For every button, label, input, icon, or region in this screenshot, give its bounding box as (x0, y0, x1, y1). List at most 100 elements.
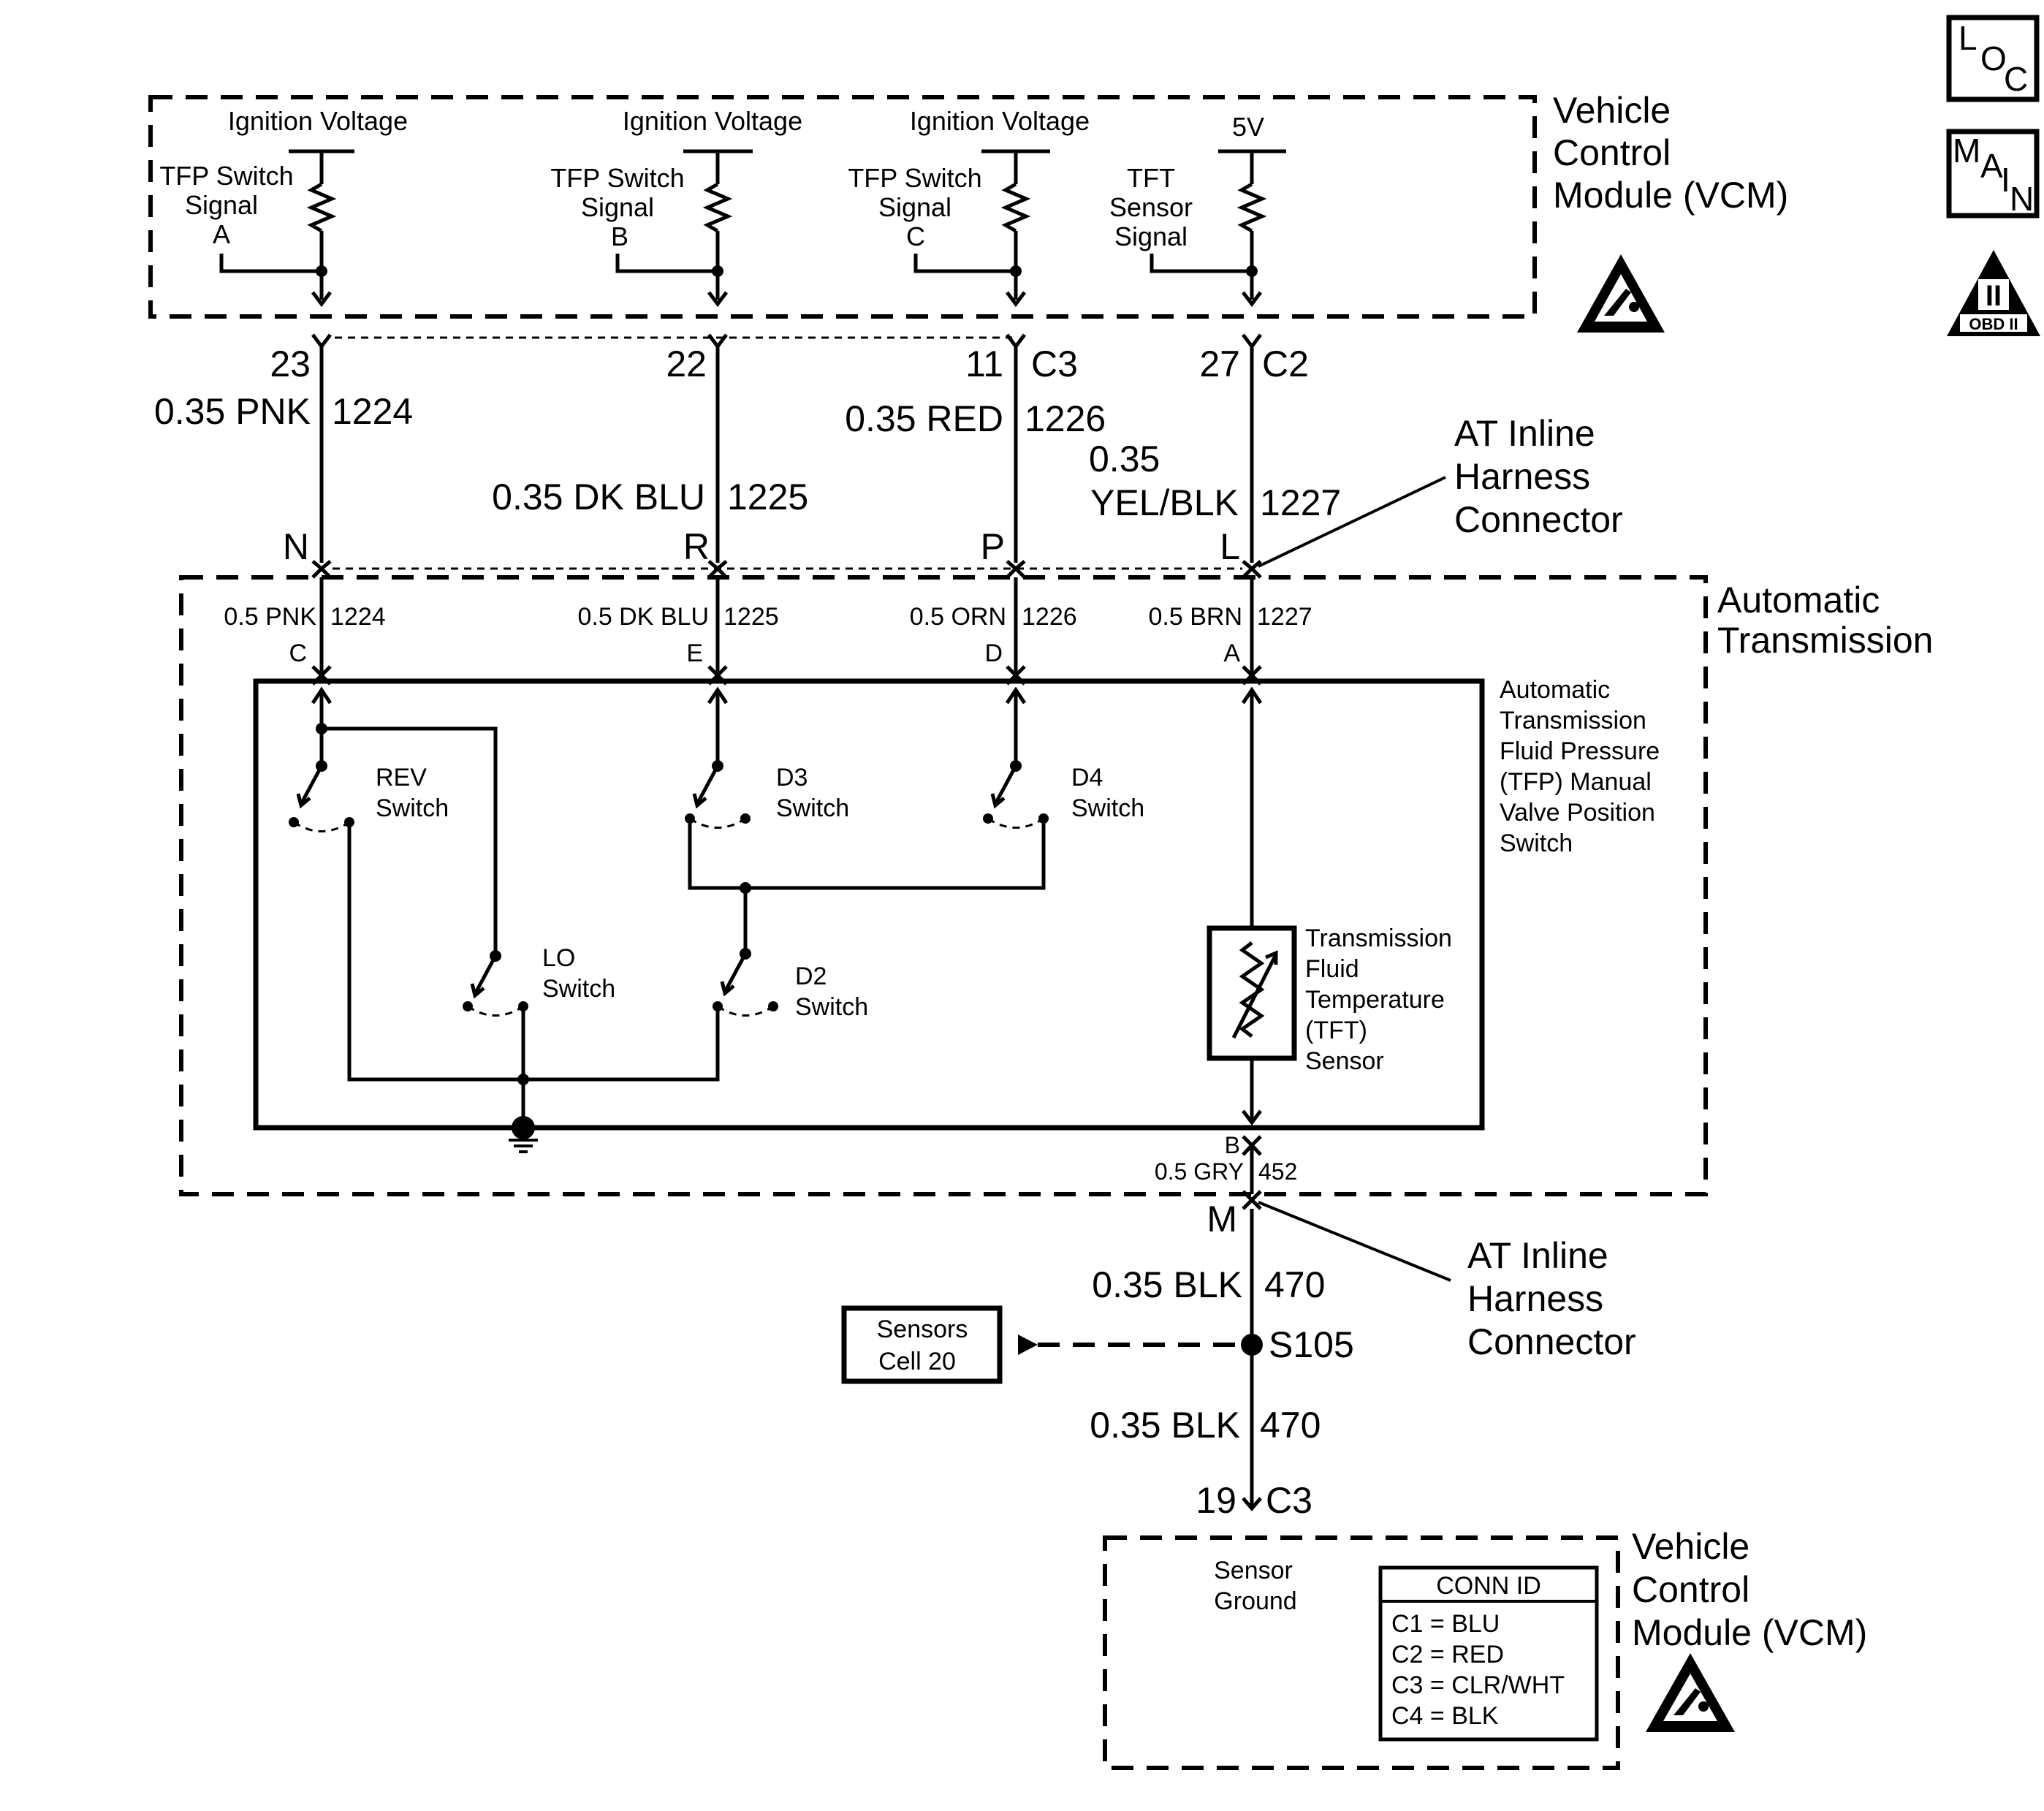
d2-switch-label-2: Switch (795, 993, 868, 1021)
vcm-top-title-3: Module (VCM) (1553, 175, 1788, 216)
inner-wire-1227-color: 0.5 BRN (1149, 603, 1243, 631)
signal-label-tft-2: Sensor (1109, 192, 1193, 222)
supply-label-a: Ignition Voltage (228, 106, 408, 136)
signal-label-b-3: B (611, 221, 628, 251)
obd-caption: OBD II (1969, 315, 2018, 333)
signal-label-b-1: TFP Switch (550, 163, 684, 193)
inline-connector-bottom: M AT Inline Harness Connector (1207, 1190, 1636, 1362)
tfp-label-5: Valve Position (1500, 799, 1655, 827)
signal-label-c-3: C (906, 221, 925, 251)
loc-letter-c: C (2004, 60, 2028, 98)
tft-label-5: Sensor (1305, 1047, 1384, 1075)
signal-label-a-1: TFP Switch (159, 161, 293, 191)
inline-top-label-1: AT Inline (1454, 413, 1595, 454)
main-letter-a: A (1980, 147, 2003, 185)
inline-bottom-label-1: AT Inline (1467, 1235, 1608, 1276)
loc-letter-l: L (1958, 19, 1977, 57)
inline-connector-top: N R P L AT Inline Harness Connector (283, 413, 1623, 579)
vcm-bottom-conn-c3: C3 (1266, 1480, 1312, 1521)
ground-wire-color: 0.5 GRY (1155, 1158, 1244, 1185)
signal-label-c-2: Signal (878, 192, 951, 222)
supply-label-c: Ignition Voltage (910, 106, 1090, 136)
ground-icon (509, 1116, 538, 1153)
tfp-switch-box (253, 678, 1485, 1131)
d2-switch-label-1: D2 (795, 963, 827, 990)
lo-switch: LO Switch (463, 944, 615, 1125)
vcm-pin-23: 23 (270, 343, 311, 384)
vcm-top-title-1: Vehicle (1553, 90, 1671, 131)
lo-switch-label-2: Switch (542, 975, 615, 1003)
loc-icon: L O C (1946, 15, 2040, 102)
supply-label-5v: 5V (1232, 112, 1264, 142)
sensors-cell-reference: Sensors Cell 20 (841, 1305, 1242, 1384)
wire-470-lower-color: 0.35 BLK (1090, 1405, 1240, 1446)
d4-switch-label-2: Switch (1071, 794, 1144, 822)
vcm-circuit-tft: 5V TFT Sensor Signal (1109, 112, 1286, 308)
inline-pin-l: L (1220, 526, 1240, 567)
inner-wire-1224-circuit: 1224 (330, 603, 386, 631)
wire-1227-color-1: 0.35 (1089, 438, 1160, 479)
inline-pin-r: R (683, 526, 710, 567)
d3-switch: D3 Switch (685, 690, 849, 829)
obd-ii-icon: II OBD II (1947, 250, 2040, 336)
lower-wires: 0.35 BLK 470 S105 0.35 BLK 470 19 C3 (1090, 1209, 1354, 1521)
wire-470-lower-circuit: 470 (1260, 1405, 1321, 1446)
vcm-circuit-b: Ignition Voltage TFP Switch Signal B (550, 106, 802, 308)
tfp-label-6: Switch (1500, 829, 1573, 857)
loc-letter-o: O (1980, 39, 2007, 77)
tfp-label-2: Transmission (1500, 707, 1646, 734)
inner-wire-1226-color: 0.5 ORN (910, 603, 1006, 631)
d4-switch-label-1: D4 (1071, 764, 1103, 791)
automatic-transmission: Automatic Transmission 0.5 PNK 1224 C 0.… (179, 575, 1933, 1196)
signal-label-b-2: Signal (581, 192, 654, 222)
wire-1225-color: 0.35 DK BLU (492, 477, 705, 517)
inner-wire-1225-circuit: 1225 (723, 603, 779, 631)
wire-1226-circuit: 1226 (1025, 398, 1106, 439)
main-letter-m: M (1953, 132, 1980, 170)
conn-id-row-1: C1 = BLU (1391, 1610, 1500, 1638)
main-letter-i: I (2001, 161, 2010, 199)
transmission-title-2: Transmission (1717, 620, 1933, 661)
vcm-conn-c2: C2 (1262, 343, 1309, 384)
vcm-pin-27: 27 (1199, 343, 1240, 384)
vcm-conn-c3: C3 (1031, 343, 1078, 384)
d3-switch-label-2: Switch (776, 794, 849, 822)
vcm-top-title-2: Control (1553, 132, 1671, 173)
vcm-bottom-title-1: Vehicle (1632, 1526, 1749, 1567)
inner-wire-1226-circuit: 1226 (1022, 603, 1077, 631)
inner-wire-1225-color: 0.5 DK BLU (577, 603, 709, 631)
conn-id-row-4: C4 = BLK (1391, 1702, 1499, 1730)
upper-wires: 0.35 PNK 1224 0.35 DK BLU 1225 0.35 RED … (154, 346, 1341, 563)
tft-label-2: Fluid (1305, 955, 1359, 983)
conn-id-header: CONN ID (1436, 1572, 1541, 1600)
tft-sensor: Transmission Fluid Temperature (TFT) Sen… (1207, 690, 1452, 1126)
rev-switch: REV Switch (289, 690, 720, 1082)
signal-label-c-1: TFP Switch (848, 163, 981, 193)
sensor-ground-2: Ground (1214, 1587, 1296, 1615)
vcm-circuit-c: Ignition Voltage TFP Switch Signal C (848, 106, 1090, 308)
wire-1226-color: 0.35 RED (845, 398, 1003, 439)
ground-wire-circuit: 452 (1258, 1158, 1297, 1185)
vcm-bottom: Sensor Ground CONN ID C1 = BLU C2 = RED … (1103, 1526, 1867, 1770)
wire-1225-circuit: 1225 (727, 477, 808, 517)
conn-id-row-3: C3 = CLR/WHT (1391, 1671, 1565, 1699)
inner-wire-1227-circuit: 1227 (1257, 603, 1312, 631)
rev-switch-label-1: REV (376, 764, 427, 791)
tft-label-3: Temperature (1305, 986, 1445, 1014)
inner-pin-a: A (1223, 639, 1240, 667)
vcm-bottom-title-2: Control (1632, 1569, 1749, 1610)
main-letter-n: N (2010, 180, 2034, 218)
supply-label-b: Ignition Voltage (623, 106, 802, 136)
main-icon: M A I N (1946, 129, 2040, 219)
tft-label-4: (TFT) (1305, 1017, 1367, 1044)
inner-wire-1224-color: 0.5 PNK (224, 603, 316, 631)
vcm-circuit-a: Ignition Voltage TFP Switch Signal A (159, 106, 408, 308)
inline-bottom-label-3: Connector (1467, 1321, 1636, 1362)
inline-pin-m: M (1207, 1199, 1237, 1239)
vcm-top: Vehicle Control Module (VCM) Ignition Vo… (148, 90, 1788, 319)
vcm-bottom-pin-19: 19 (1196, 1480, 1236, 1521)
inner-pin-d: D (984, 639, 1003, 667)
splice-label: S105 (1269, 1324, 1354, 1365)
signal-label-a-3: A (213, 219, 230, 249)
